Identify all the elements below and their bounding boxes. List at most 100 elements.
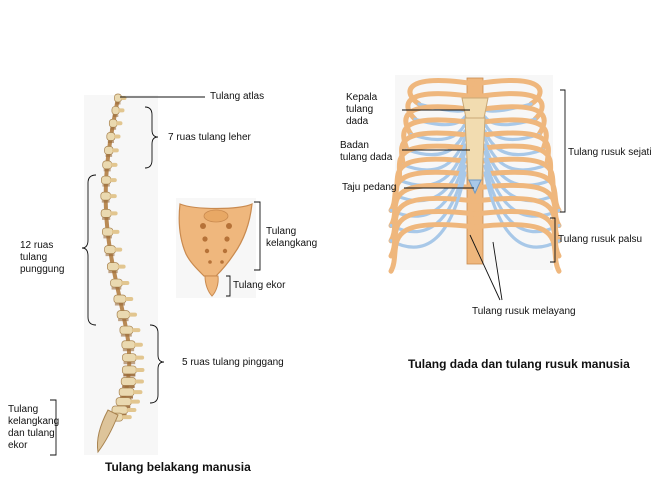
label-manubrium-line3: dada [346,116,369,127]
vertebra-process [126,408,137,413]
bracket-coccyx [226,275,231,297]
intervertebral-disc [110,127,117,130]
rib [403,104,478,137]
coccyx-bone [204,275,219,297]
vertebra-process [118,108,125,113]
vertebra [113,294,127,304]
vertebra-process [124,297,134,302]
vertebra-process [117,264,126,269]
caption-spine: Tulang belakang manusia [105,460,251,474]
intervertebral-disc [112,114,119,117]
intervertebral-disc [114,303,125,306]
intervertebral-disc [101,200,110,203]
intervertebral-disc [103,235,112,239]
intervertebral-disc [123,361,136,365]
intervertebral-disc [115,102,121,105]
line-floating-ribs-a [469,234,501,301]
vertebra [100,191,111,201]
intervertebral-disc [122,385,135,388]
label-manubrium-line2: tulang [346,104,374,115]
vertebra-process [114,247,123,252]
rib [472,91,545,122]
vertebra [121,365,137,375]
vertebra-process [110,211,118,216]
intervertebral-disc [122,348,135,352]
sacrum-figure [176,198,256,298]
intervertebral-disc [118,318,129,322]
intervertebral-disc [102,217,111,220]
label-lumbar: 5 ruas tulang pinggang [182,357,284,368]
vertebra-process [134,342,143,347]
costal-cartilage [397,143,467,187]
vertebra [119,325,134,335]
label-spine-sacrum-line1: Tulang [8,404,39,415]
label-manubrium-line1: Kepala [346,92,378,103]
rib [472,117,549,153]
label-sacrum-line2: kelangkang [266,238,318,249]
costal-cartilage [483,150,557,203]
costal-cartilage [393,150,467,203]
vertebra [111,106,120,115]
vertebra [118,387,135,397]
rib [472,104,547,137]
rib [407,78,478,107]
label-true-ribs: Tulang rusuk sejati [568,147,652,158]
vertebra-process [130,399,140,404]
vertebra [114,93,122,103]
sacrum-top [203,209,229,223]
bracket-lumbar [149,324,165,404]
vertebra-process [110,162,118,167]
intervertebral-disc [102,184,110,187]
label-thoracic-line3: punggung [20,264,65,275]
caption-ribcage: Tulang dada dan tulang rusuk manusia [408,357,630,371]
annotation-lines [50,89,566,456]
vertebra [121,340,136,350]
vertebra [106,132,116,141]
spine-sacrum [97,409,119,454]
intervertebral-disc [108,270,118,274]
vertebra-process [109,194,117,199]
rib [472,222,562,274]
xiphoid-process [468,179,482,195]
vertebra-process [135,355,145,360]
vertebra-process [112,148,119,153]
sacral-foramina [200,223,232,264]
costal-cartilage [483,171,561,249]
bracket-sacrum-spine [50,399,57,456]
label-atlas: Tulang atlas [210,91,265,102]
label-xiphoid: Taju pedang [342,182,397,193]
intervertebral-disc [105,253,115,257]
label-thoracic-line1: 12 ruas [20,240,54,251]
vertebra [108,118,118,128]
intervertebral-disc [123,373,136,377]
intervertebral-disc [111,287,122,290]
label-floating-ribs: Tulang rusuk melayang [472,306,576,317]
costal-cartilage [389,171,467,249]
intervertebral-disc [120,334,132,337]
vertebra-process [132,390,143,395]
vertebra [104,245,116,254]
vertebra [116,310,130,320]
intervertebral-disc [103,168,111,172]
vertebra-process [121,281,130,286]
spine-figure [84,93,158,455]
manubrium [461,97,489,119]
vertebra-process [131,328,141,333]
bracket-false-ribs [550,217,556,263]
rib [388,222,478,274]
vertebra [104,146,114,155]
bracket-thoracic [81,174,97,326]
label-neck: 7 ruas tulang leher [168,132,251,143]
label-sternum-body-line2: tulang dada [340,152,393,163]
rib [472,78,543,107]
bracket-true-ribs [560,89,566,213]
label-spine-sacrum-line2: kelangkang [8,416,60,427]
vertebra-process [121,415,132,420]
intervertebral-disc [107,140,114,144]
label-sternum-body-line1: Badan [340,140,369,151]
label-spine-sacrum-line4: ekor [8,440,28,451]
vertebra [107,262,120,271]
vertebra-process [116,121,123,126]
